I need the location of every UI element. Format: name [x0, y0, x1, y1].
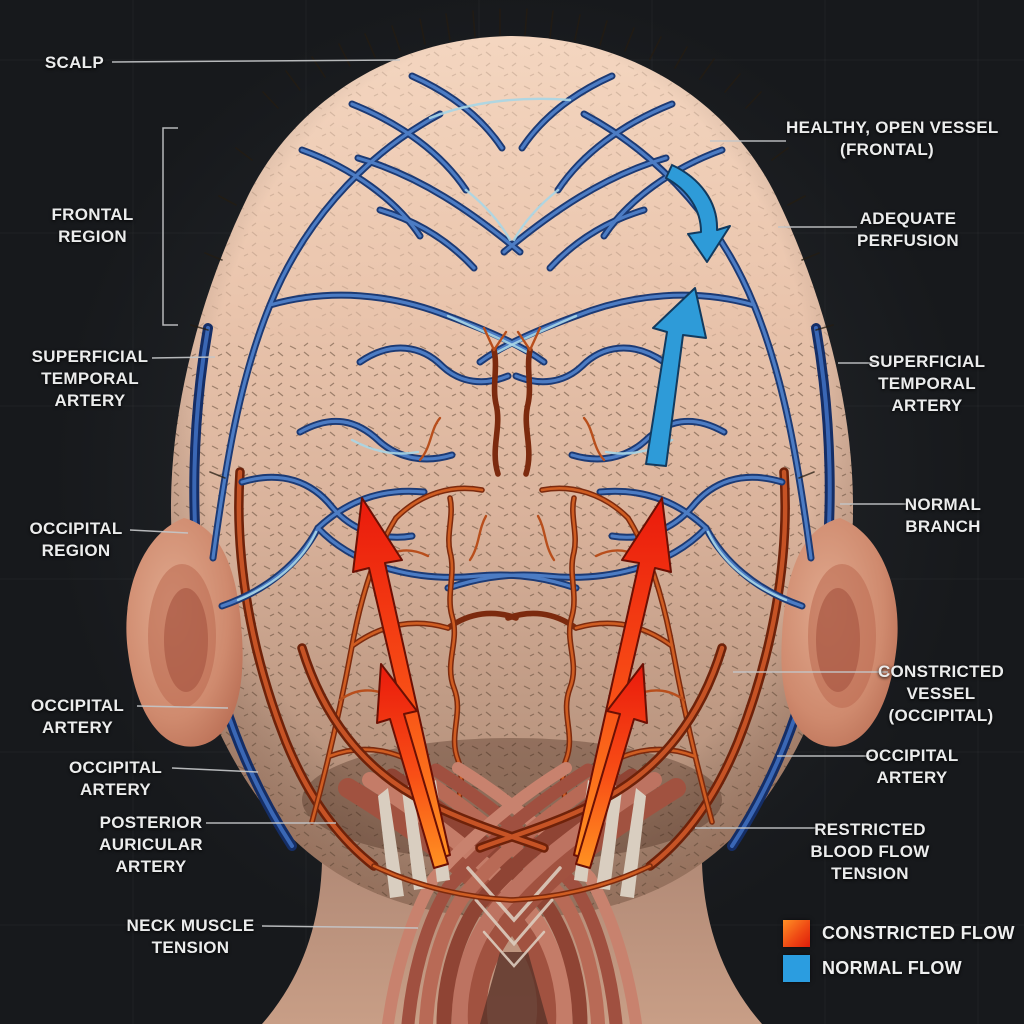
legend-label: CONSTRICTED FLOW: [822, 923, 1015, 943]
label-line: REGION: [41, 541, 111, 560]
legend-item-normal-flow: NORMAL FLOW: [783, 955, 1015, 982]
muscle-sheet-right: [382, 762, 686, 1024]
label-line: BLOOD FLOW: [810, 842, 930, 861]
label-restricted-blood-flow: RESTRICTED BLOOD FLOW TENSION: [790, 819, 950, 885]
label-constricted-vessel: CONSTRICTED VESSEL (OCCIPITAL): [862, 661, 1020, 727]
frontal-region-bracket: [162, 127, 178, 326]
label-line: OCCIPITAL: [865, 746, 959, 765]
label-line: NECK MUSCLE: [126, 916, 255, 935]
label-line: SCALP: [44, 53, 104, 72]
label-line: OCCIPITAL: [29, 519, 123, 538]
edge-arteries: [234, 467, 790, 871]
blue-up-arrow-icon: [645, 287, 707, 467]
label-line: VESSEL: [906, 684, 976, 703]
blue-down-arrow-icon: [665, 164, 731, 263]
label-line: TENSION: [151, 938, 230, 957]
label-adequate-perfusion: ADEQUATE PERFUSION: [818, 208, 998, 252]
label-line: (OCCIPITAL): [888, 706, 994, 725]
legend-item-constricted-flow: CONSTRICTED FLOW: [783, 920, 1015, 947]
label-line: SUPERFICIAL: [868, 352, 986, 371]
label-occipital-artery-left-1: OCCIPITAL ARTERY: [20, 695, 135, 739]
label-line: ARTERY: [41, 718, 114, 737]
label-line: HEALTHY, OPEN VESSEL: [786, 118, 999, 137]
label-line: ARTERY: [876, 768, 948, 787]
label-line: TEMPORAL: [878, 374, 976, 393]
label-line: TEMPORAL: [41, 369, 139, 388]
label-line: ADEQUATE: [859, 209, 957, 228]
left-ear: [126, 518, 243, 747]
label-line: POSTERIOR: [99, 813, 203, 832]
label-line: OCCIPITAL: [68, 758, 163, 777]
muscle-chevrons: [466, 866, 562, 968]
constricted-flow-swatch-icon: [783, 920, 810, 947]
label-line: FRONTAL: [51, 205, 134, 224]
hair-fuzz: [190, 8, 834, 479]
legend-label: NORMAL FLOW: [822, 958, 962, 978]
legend: CONSTRICTED FLOW NORMAL FLOW: [783, 920, 1015, 990]
leader-occipital-artery-left-1: [136, 705, 229, 709]
label-frontal-region: FRONTAL REGION: [30, 204, 155, 248]
label-line: RESTRICTED: [814, 820, 926, 839]
label-superficial-temporal-right: SUPERFICIAL TEMPORAL ARTERY: [852, 351, 1002, 417]
label-line: ARTERY: [79, 780, 152, 799]
label-line: OCCIPITAL: [30, 696, 125, 715]
label-line: ARTERY: [891, 396, 963, 415]
label-superficial-temporal-left: SUPERFICIAL TEMPORAL ARTERY: [20, 346, 160, 412]
label-normal-branch: NORMAL BRANCH: [868, 494, 1018, 538]
label-occipital-artery-left-2: OCCIPITAL ARTERY: [58, 757, 173, 801]
leader-neck-muscle: [261, 925, 419, 929]
label-line: (FRONTAL): [840, 140, 934, 159]
leader-superficial-temporal-left: [151, 356, 216, 359]
label-occipital-region: OCCIPITAL REGION: [16, 518, 136, 562]
leader-occipital-artery-left-2: [171, 767, 259, 773]
label-line: PERFUSION: [857, 231, 959, 250]
label-posterior-auricular: POSTERIOR AURICULAR ARTERY: [86, 812, 216, 878]
label-healthy-open-vessel: HEALTHY, OPEN VESSEL (FRONTAL): [786, 117, 999, 161]
label-neck-muscle-tension: NECK MUSCLE TENSION: [118, 915, 263, 959]
label-line: AURICULAR: [99, 835, 203, 854]
label-line: SUPERFICIAL: [31, 347, 149, 366]
label-line: REGION: [58, 227, 127, 246]
leader-occipital-region: [129, 529, 189, 534]
normal-flow-swatch-icon: [783, 955, 810, 982]
label-line: ARTERY: [115, 857, 187, 876]
red-short-arrow-left-icon: [376, 663, 449, 869]
label-scalp: SCALP: [14, 52, 104, 74]
label-line: CONSTRICTED: [877, 662, 1005, 681]
label-line: TENSION: [831, 864, 909, 883]
vein-highlights: [236, 97, 788, 602]
label-line: NORMAL: [904, 495, 982, 514]
label-line: BRANCH: [905, 517, 981, 536]
label-occipital-artery-right: OCCIPITAL ARTERY: [842, 745, 982, 789]
vein-network: [213, 76, 811, 606]
label-line: ARTERY: [54, 391, 126, 410]
flow-arrows: [352, 164, 731, 869]
red-short-arrow-right-icon: [575, 663, 648, 869]
leader-scalp: [111, 59, 401, 63]
